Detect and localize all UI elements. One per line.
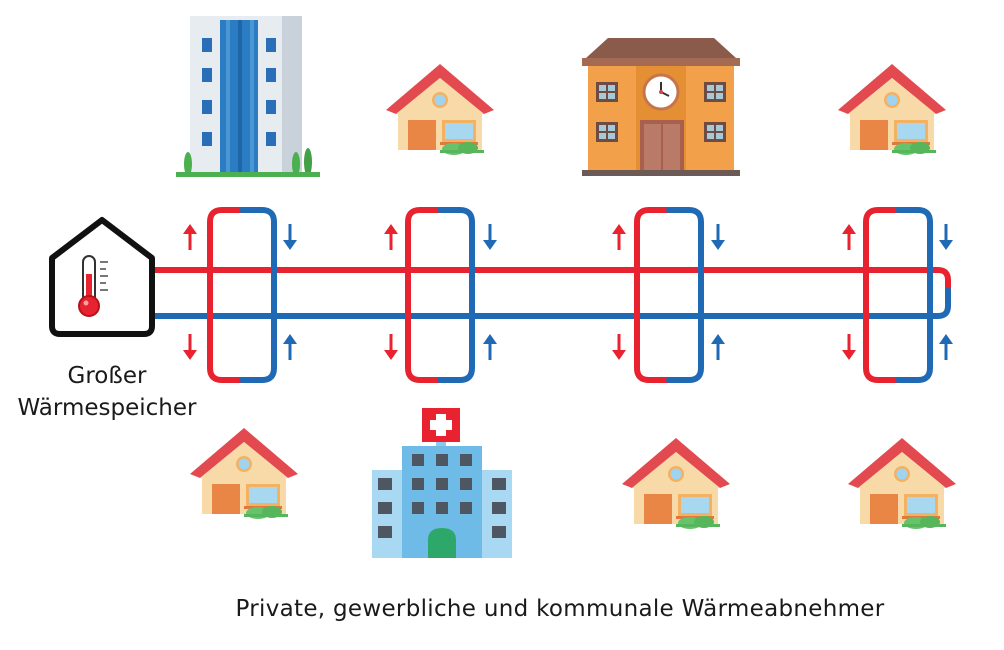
arrow-down-icon (483, 224, 497, 250)
hospital-icon (372, 408, 512, 558)
house-icon (386, 64, 494, 155)
supply-pipe-main (141, 267, 951, 293)
arrow-up-icon (711, 334, 725, 360)
arrow-down-icon (384, 334, 398, 360)
connection-loop (863, 207, 933, 383)
consumers-caption: Private, gewerbliche und kommunale Wärme… (235, 596, 885, 622)
arrow-down-icon (183, 334, 197, 360)
arrow-up-icon (483, 334, 497, 360)
house-thermometer-icon (49, 217, 155, 337)
storage-label-line1: Großer (67, 363, 147, 389)
arrow-up-icon (612, 224, 626, 250)
pipe-network (133, 207, 951, 383)
connection-loop (405, 207, 475, 383)
arrow-down-icon (939, 224, 953, 250)
storage-label-line2: Wärmespeicher (17, 395, 197, 421)
school-clock-building-icon (582, 38, 740, 176)
arrow-up-icon (183, 224, 197, 250)
arrow-up-icon (939, 334, 953, 360)
connection-loop (207, 207, 277, 383)
flow-arrows (183, 224, 953, 360)
storage-label: Großer Wärmespeicher (12, 360, 202, 424)
arrow-up-icon (384, 224, 398, 250)
arrow-down-icon (842, 334, 856, 360)
house-icon (190, 428, 298, 519)
office-tower-icon (176, 16, 320, 177)
arrow-up-icon (842, 224, 856, 250)
house-icon (848, 438, 956, 529)
arrow-down-icon (711, 224, 725, 250)
house-icon (838, 64, 946, 155)
house-icon (622, 438, 730, 529)
arrow-up-icon (283, 334, 297, 360)
connection-loop (634, 207, 704, 383)
return-pipe-main (141, 287, 951, 319)
arrow-down-icon (283, 224, 297, 250)
arrow-down-icon (612, 334, 626, 360)
